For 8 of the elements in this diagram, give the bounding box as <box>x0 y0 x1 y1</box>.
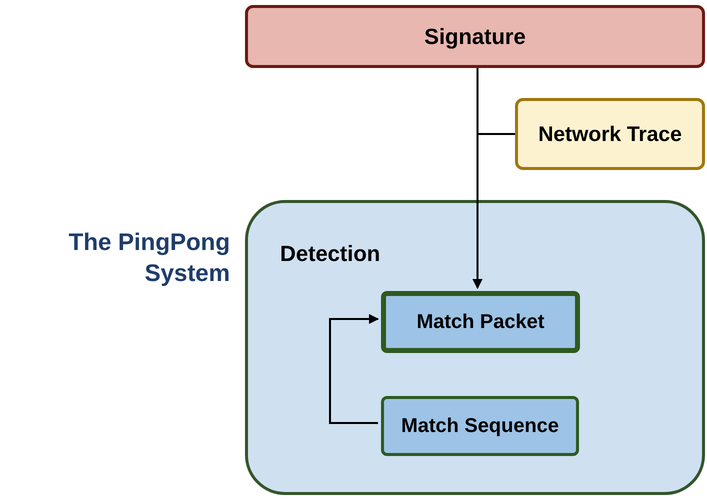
arrow <box>472 133 515 289</box>
signature-box: Signature <box>245 5 705 68</box>
trace-box: Network Trace <box>515 98 705 170</box>
system-label: The PingPong System <box>68 228 230 289</box>
arrow <box>329 314 379 424</box>
process-box: Match Sequence <box>381 396 579 456</box>
panel-heading: Detection <box>280 240 380 268</box>
process-box: Match Packet <box>381 291 580 353</box>
